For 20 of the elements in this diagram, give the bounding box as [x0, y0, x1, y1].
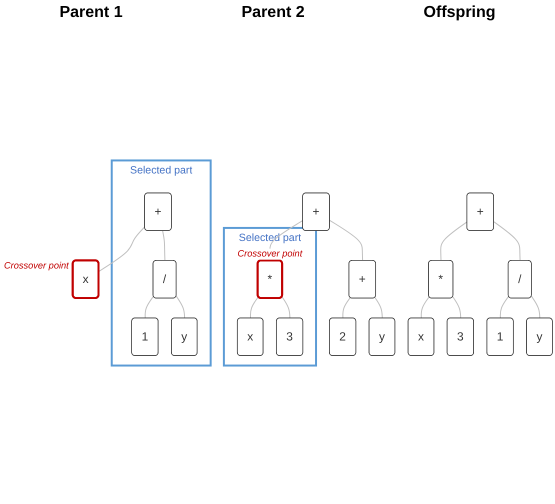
connector	[144, 296, 154, 319]
connector	[250, 296, 259, 319]
connector	[176, 296, 186, 319]
connector	[98, 226, 146, 272]
connector	[374, 297, 383, 319]
crossover-note: Crossover point	[4, 260, 69, 270]
tree-heading: Parent 1	[59, 4, 123, 22]
connector	[531, 296, 540, 319]
connector	[282, 296, 290, 319]
connector	[329, 220, 364, 262]
connector	[440, 221, 468, 262]
crossover-note: Crossover point	[238, 248, 302, 258]
connector	[162, 230, 166, 262]
tree-heading: Offspring	[424, 4, 496, 22]
connector	[342, 297, 351, 319]
connector	[420, 296, 430, 319]
connector	[452, 296, 462, 319]
tree-heading: Parent 2	[242, 4, 305, 22]
connector	[500, 296, 510, 319]
connector	[493, 221, 521, 262]
